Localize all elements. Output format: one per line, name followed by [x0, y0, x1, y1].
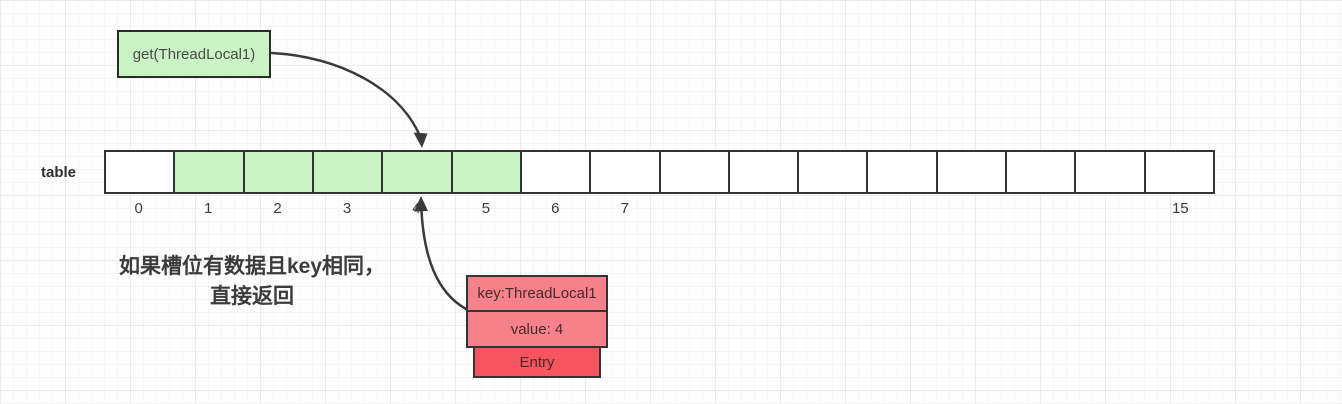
cell-index-label-13 — [1007, 200, 1076, 217]
table-cell-8 — [660, 150, 730, 194]
cell-index-label-4: 4 — [412, 200, 421, 217]
table-cell-3 — [313, 150, 384, 194]
cell-index-label-12 — [937, 200, 1006, 217]
annotation-line2: 直接返回 — [210, 285, 294, 308]
table-cell-7 — [591, 150, 661, 194]
table-cell-10 — [799, 150, 869, 194]
entry-tag-box: Entry — [473, 346, 601, 378]
annotation-text: 如果槽位有数据且key相同， 直接返回 — [118, 252, 386, 312]
cell-index-label-9 — [729, 200, 798, 217]
table-row — [104, 150, 1215, 194]
cell-index-label-6: 6 — [551, 200, 560, 217]
table-cell-11 — [868, 150, 938, 194]
table-cell-13 — [1007, 150, 1077, 194]
table-cell-5 — [452, 150, 522, 194]
get-to-slot4-arrow — [270, 51, 428, 148]
annotation-line1: 如果槽位有数据且key相同， — [118, 255, 386, 278]
cell-index-label-3: 3 — [342, 200, 352, 217]
cell-index-label-11 — [868, 200, 937, 217]
cell-index-label-5: 5 — [481, 200, 491, 217]
index-row: 0 1 2 3 4 5 6 7 15 — [104, 200, 1215, 217]
table-cell-15 — [1145, 150, 1215, 194]
entry-value-box: value: 4 — [466, 310, 608, 348]
cell-index-label-1: 1 — [203, 200, 213, 217]
cell-index-label-10 — [798, 200, 867, 217]
table-cell-4 — [383, 150, 453, 194]
entry-value-label: value: 4 — [510, 320, 564, 338]
cell-index-label-2: 2 — [273, 200, 282, 217]
cell-index-label-15: 15 — [1171, 200, 1189, 217]
get-call-label: get(ThreadLocal1) — [132, 45, 256, 63]
get-call-box: get(ThreadLocal1) — [117, 30, 271, 78]
entry-tag-label: Entry — [519, 353, 555, 371]
table-cell-14 — [1076, 150, 1146, 194]
cell-index-label-0: 0 — [134, 200, 143, 217]
table-cell-12 — [937, 150, 1008, 194]
table-cell-0 — [104, 150, 176, 194]
table-label: table — [41, 164, 77, 181]
entry-key-label: key:ThreadLocal1 — [477, 285, 597, 302]
cell-index-label-8 — [660, 200, 729, 217]
table-cell-9 — [729, 150, 800, 194]
table-cell-1 — [175, 150, 245, 194]
cell-index-label-7: 7 — [620, 200, 629, 217]
table-cell-6 — [521, 150, 592, 194]
cell-index-label-14 — [1076, 200, 1145, 217]
table-cell-2 — [244, 150, 314, 194]
entry-key-box: key:ThreadLocal1 — [466, 275, 608, 312]
